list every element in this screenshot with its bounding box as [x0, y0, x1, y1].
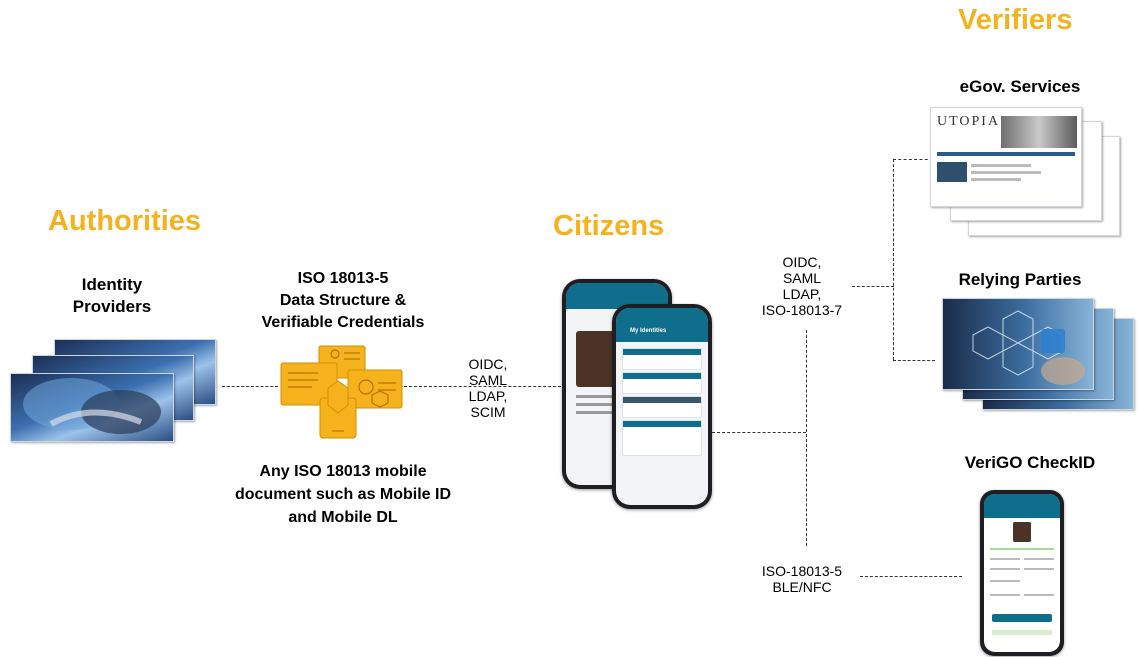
authorities-heading: Authorities — [48, 205, 202, 237]
checkid-portrait — [1013, 522, 1031, 542]
authority-citizen-protocols: OIDC, SAML LDAP, SCIM — [468, 356, 508, 420]
egov-site-front: UTOPIA — [930, 107, 1082, 207]
verifiers-heading: Verifiers — [958, 4, 1073, 36]
handshake-image-front — [10, 373, 174, 442]
citizen-phone-front: My Identities HEALTH ID EMPLOYEE ID NATI… — [612, 304, 712, 509]
connector-to-relying-parties — [893, 360, 935, 361]
egov-services-label: eGov. Services — [959, 77, 1081, 96]
card-health-id[interactable]: HEALTH ID — [622, 348, 702, 370]
connector-to-checkid — [860, 576, 962, 577]
mobile-document-icon — [280, 345, 403, 439]
checkid-phone — [980, 490, 1064, 656]
utopia-logo: UTOPIA — [937, 114, 1001, 129]
card-employee-id[interactable]: EMPLOYEE ID — [622, 372, 702, 394]
connector-document-to-citizen — [404, 386, 566, 387]
card-national-identity[interactable]: NATIONAL IDENTITY — [622, 396, 702, 418]
my-identities-title: My Identities — [630, 328, 667, 334]
citizen-portrait — [576, 331, 616, 387]
verigo-checkid-label: VeriGO CheckID — [964, 453, 1096, 472]
iso-standard-title: ISO 18013-5 Data Structure & Verifiable … — [261, 270, 425, 331]
identity-providers-label: Identity Providers — [72, 275, 152, 316]
connector-protocols-to-branch — [852, 286, 894, 287]
citizen-verifier-protocols: OIDC, SAML LDAP, ISO-18013-7 — [761, 254, 843, 318]
mobile-document-caption: Any ISO 18013 mobile document such as Mo… — [234, 463, 452, 526]
connector-vertical-bus — [806, 330, 807, 546]
connector-idp-to-document — [222, 386, 278, 387]
connector-citizen-to-bus — [712, 432, 806, 433]
proximity-protocols: ISO-18013-5 BLE/NFC — [761, 563, 843, 595]
relying-parties-label: Relying Parties — [958, 270, 1082, 289]
card-driver-license[interactable]: DRIVER LICENSE — [622, 420, 702, 456]
connector-verifier-branch — [893, 159, 894, 360]
connector-to-egov — [893, 159, 933, 160]
citizens-heading: Citizens — [553, 210, 665, 242]
relying-party-image-front — [942, 298, 1094, 390]
checkid-verify-button[interactable] — [992, 614, 1052, 622]
